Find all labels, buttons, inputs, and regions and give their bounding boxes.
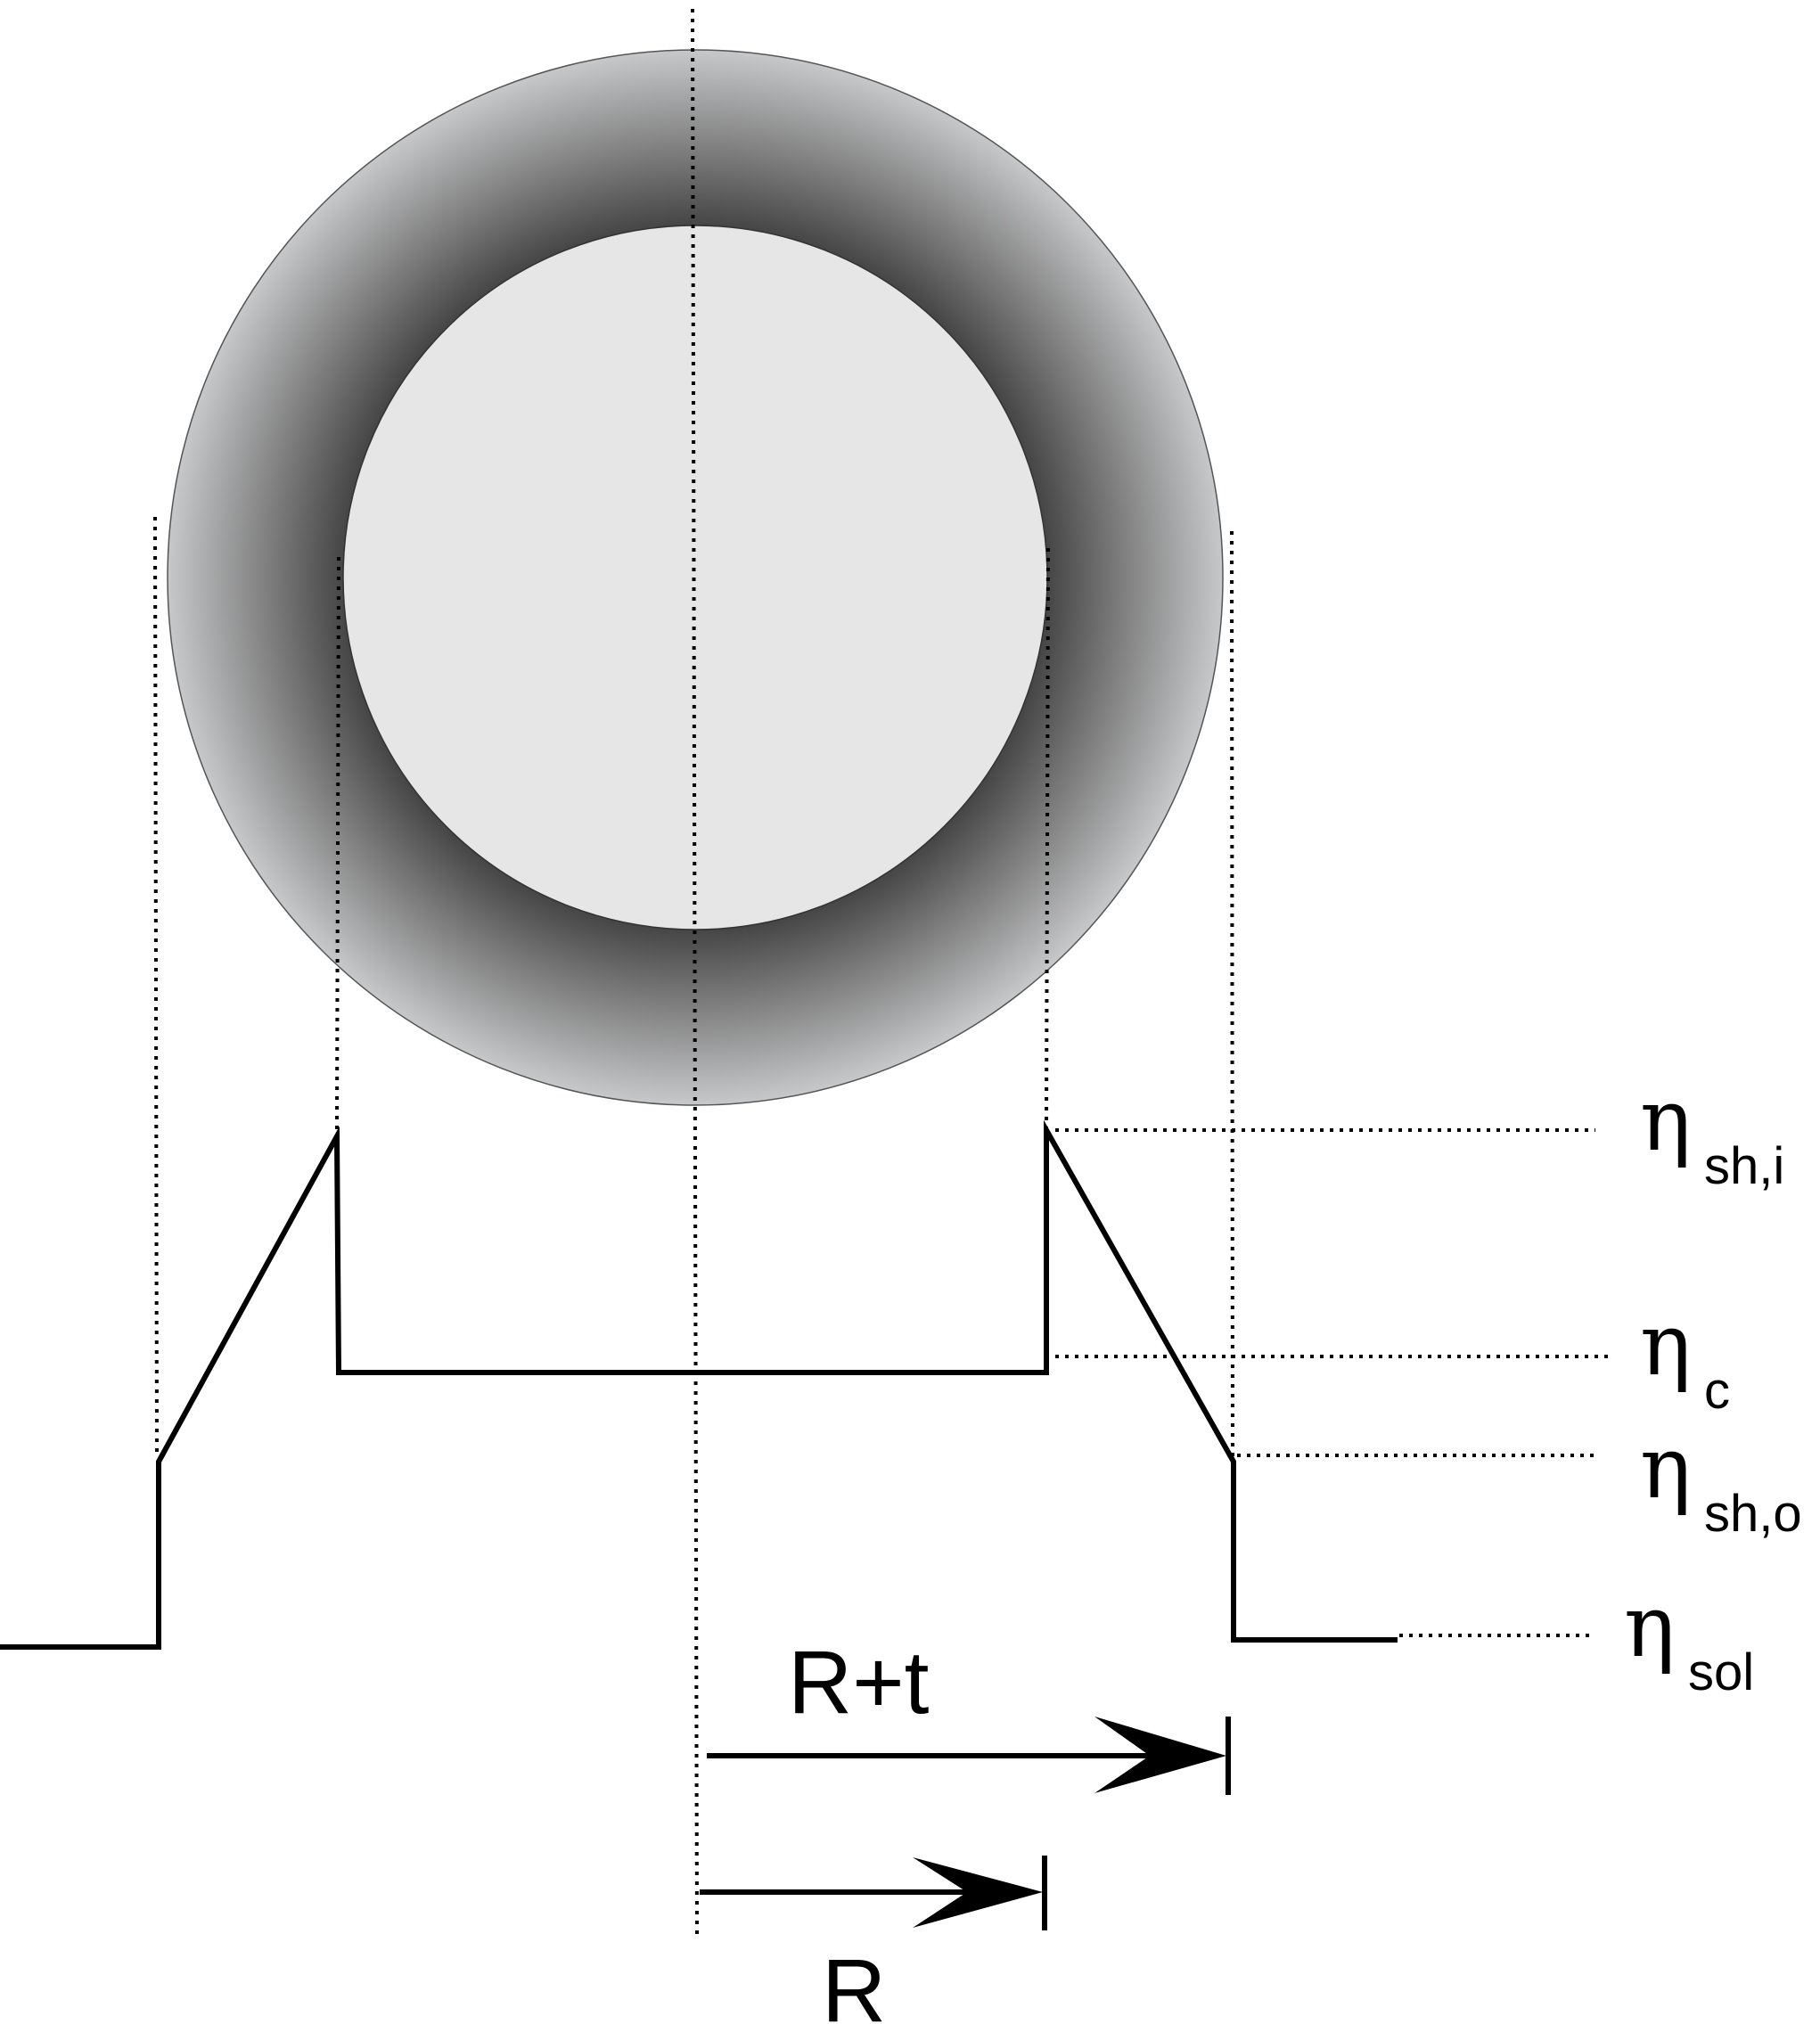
svg-text:η: η — [1624, 1577, 1676, 1676]
inner-left-guide — [335, 556, 340, 1133]
svg-text:η: η — [1640, 1418, 1692, 1518]
eta-sh-o-label: η sh,o — [1640, 1418, 1802, 1543]
inner-radius-label: R — [822, 1941, 886, 2024]
inner-right-guide — [1045, 547, 1050, 1128]
outer-right-guide — [1230, 530, 1234, 1463]
svg-text:sol: sol — [1688, 1643, 1754, 1701]
svg-text:η: η — [1640, 1295, 1692, 1395]
eta-c-label: η c — [1640, 1295, 1730, 1420]
svg-text:sh,i: sh,i — [1704, 1137, 1784, 1195]
center-axis-line — [691, 8, 699, 1935]
inner-radius-arrowhead — [913, 1857, 1043, 1928]
outer-radius-label: R+t — [788, 1633, 930, 1733]
outer-radius-arrowhead — [1094, 1717, 1226, 1793]
density-profile-line — [0, 1119, 1398, 1650]
svg-text:c: c — [1704, 1362, 1730, 1420]
outer-left-guide — [153, 516, 159, 1454]
svg-text:η: η — [1640, 1070, 1692, 1170]
eta-sol-label: η sol — [1624, 1577, 1754, 1701]
svg-text:sh,o: sh,o — [1704, 1485, 1802, 1543]
eta-sh-i-label: η sh,i — [1640, 1070, 1784, 1195]
